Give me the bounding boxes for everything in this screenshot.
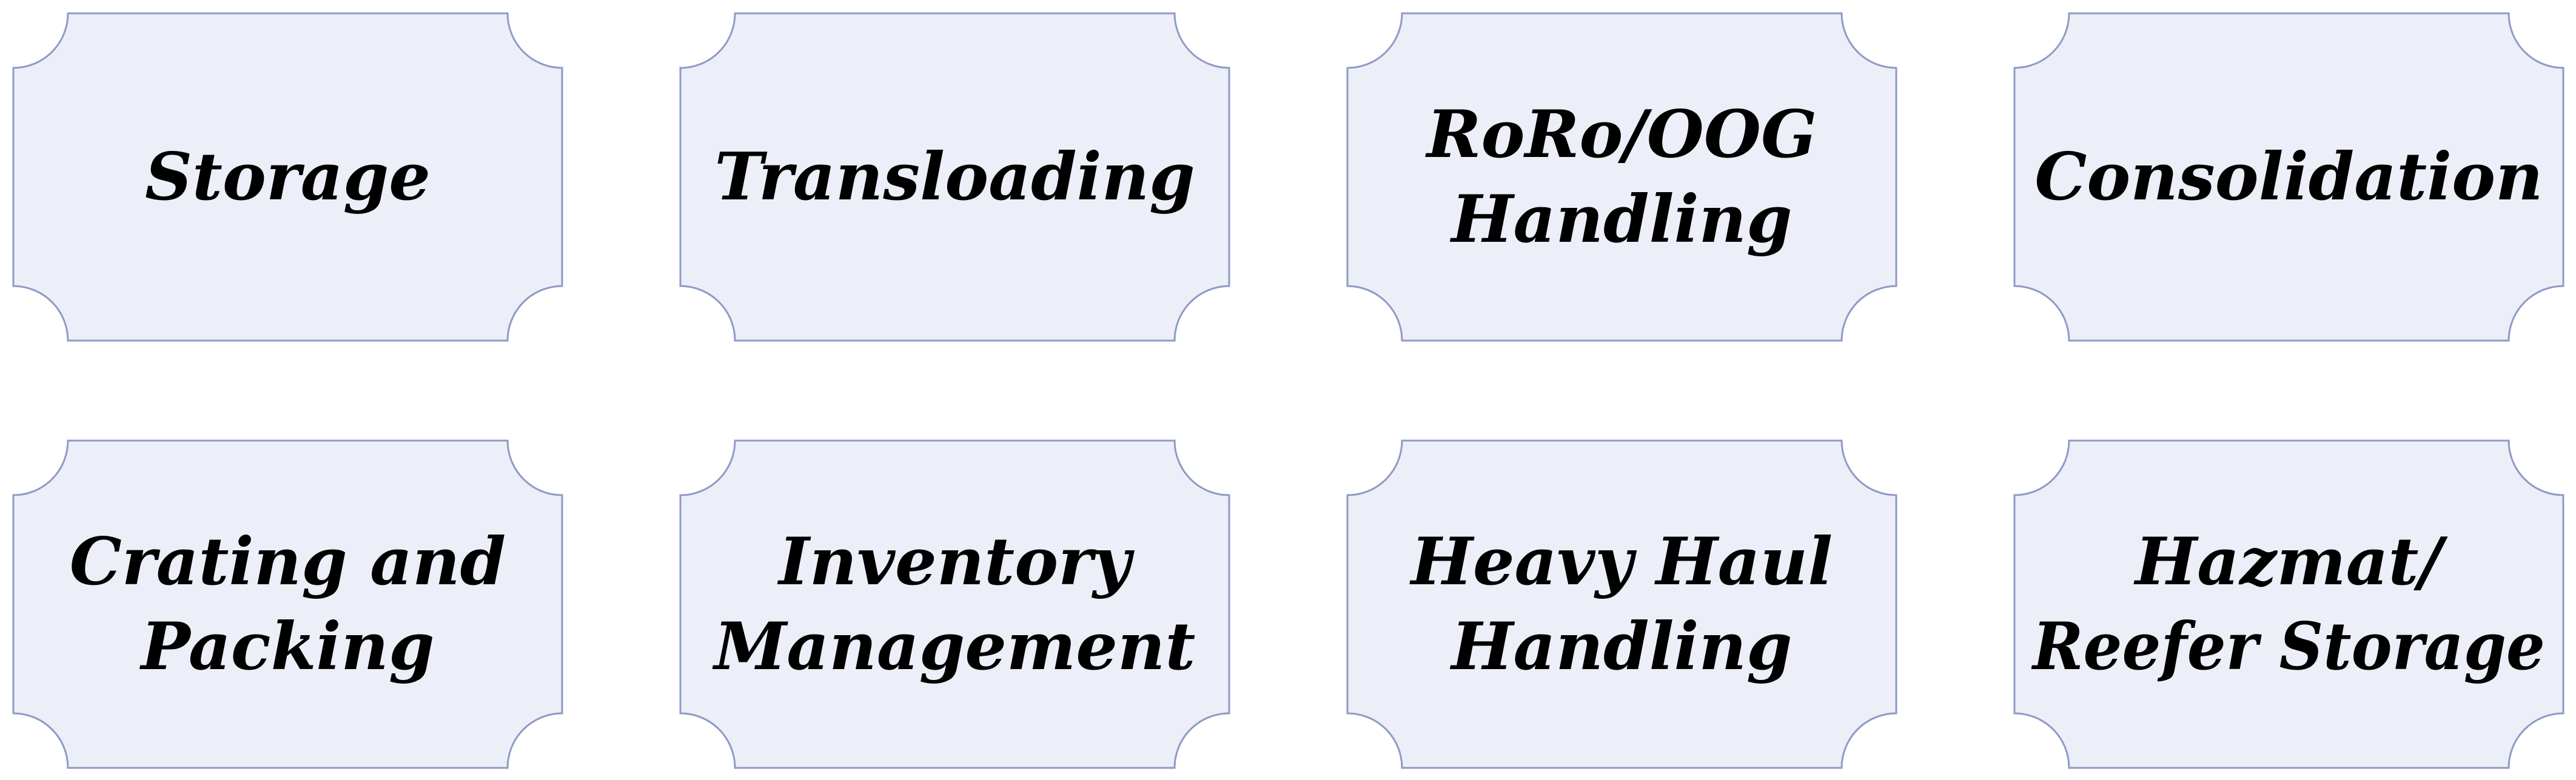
card-label-line: Reefer Storage: [2031, 608, 2545, 685]
card-label-line: Handling: [1449, 608, 1792, 685]
card-frame: [2013, 439, 2564, 769]
card-label-line: Heavy Haul: [1409, 524, 1833, 600]
card-frame: [2013, 12, 2564, 342]
card-label-line: Handling: [1449, 181, 1792, 258]
card-frame: [679, 439, 1230, 769]
card-label-line: Hazmat/: [2133, 524, 2448, 600]
card-frame: [1346, 12, 1897, 342]
service-card-consolidation: Consolidation: [2013, 12, 2564, 342]
card-label-line: Management: [712, 608, 1196, 685]
card-label-line: Storage: [145, 139, 431, 215]
card-frame: [1346, 439, 1897, 769]
card-label-line: RoRo/OOG: [1425, 96, 1817, 173]
card-frame: [12, 12, 563, 342]
card-label-line: Crating and: [70, 524, 506, 600]
service-card-hazmat-reefer-storage: Hazmat/Reefer Storage: [2013, 439, 2564, 769]
service-card-transloading: Transloading: [679, 12, 1230, 342]
card-label-line: Packing: [139, 608, 435, 685]
card-frame: [12, 439, 563, 769]
service-card-roro-oog-handling: RoRo/OOG Handling: [1346, 12, 1897, 342]
card-label-line: Inventory: [777, 524, 1135, 600]
card-frame: [679, 12, 1230, 342]
card-label-line: Consolidation: [2034, 139, 2543, 215]
card-label-line: Transloading: [714, 139, 1195, 215]
service-card-storage: Storage: [12, 12, 563, 342]
